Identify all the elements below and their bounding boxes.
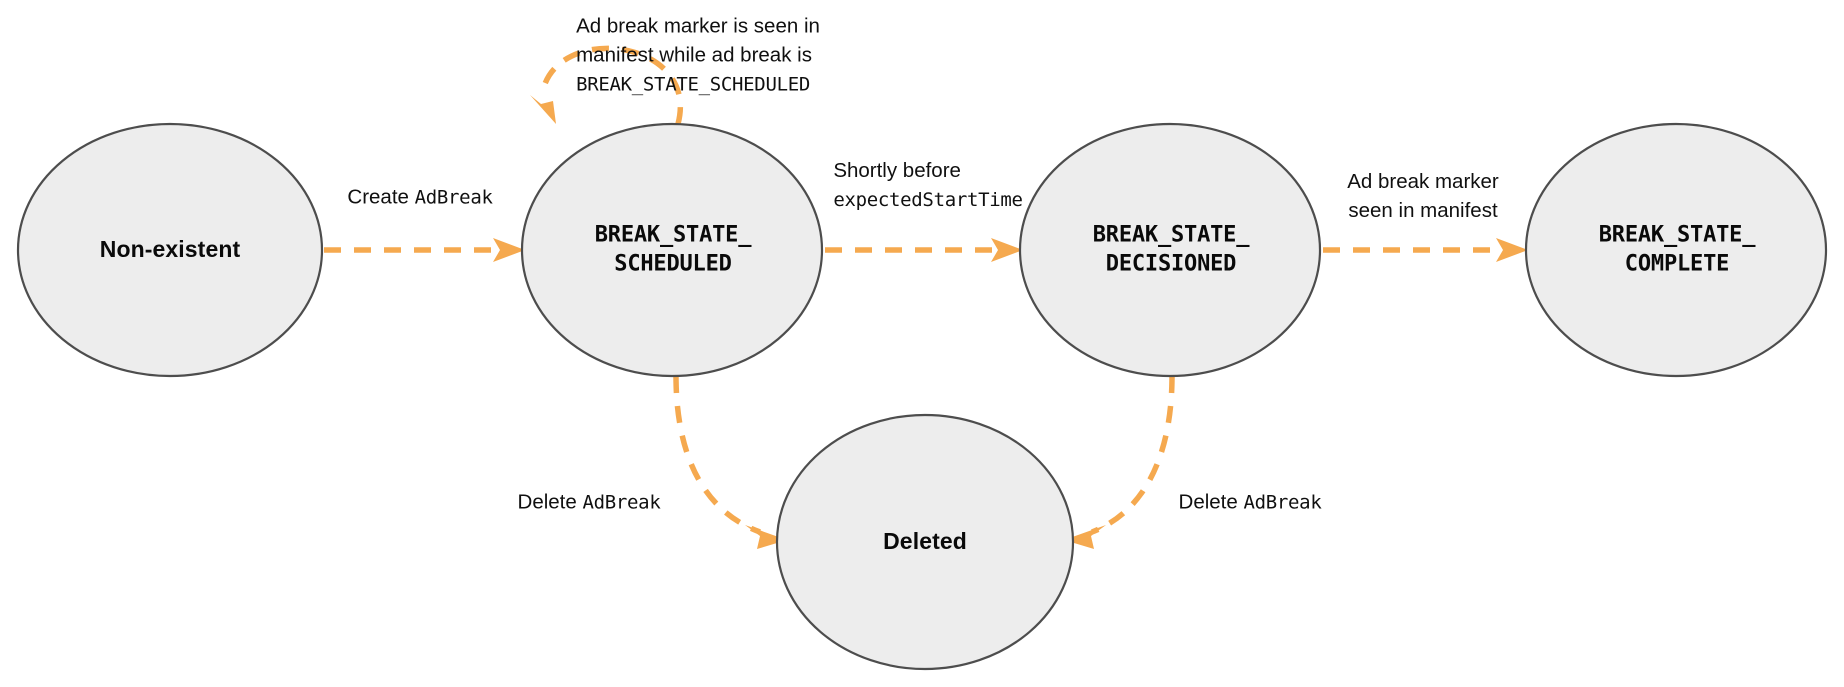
state-node-break-state-scheduled[interactable] <box>520 122 824 378</box>
edge-create-adbreak-arrowhead <box>493 238 525 262</box>
edge-self-loop-line <box>540 45 683 125</box>
state-node-break-state-complete[interactable] <box>1524 122 1828 378</box>
edge-ad-break-marker-seen-while-scheduled[interactable] <box>530 45 683 125</box>
edge-create-adbreak[interactable] <box>324 238 525 262</box>
edge-decisioned-to-deleted-arrowhead <box>1064 525 1106 549</box>
edge-decisioned-to-complete-arrowhead <box>1496 238 1528 262</box>
edge-shortly-before-expected-start-time[interactable] <box>825 238 1023 262</box>
edge-scheduled-to-deleted-line <box>673 375 761 535</box>
edge-self-loop-arrowhead <box>530 95 556 124</box>
state-node-non-existent[interactable] <box>16 122 324 378</box>
edge-delete-adbreak-from-scheduled[interactable] <box>673 375 787 549</box>
state-node-break-state-decisioned[interactable] <box>1018 122 1322 378</box>
state-node-deleted[interactable] <box>775 413 1075 671</box>
edge-delete-adbreak-from-decisioned[interactable] <box>1064 375 1175 549</box>
edge-ad-break-marker-seen-in-manifest[interactable] <box>1323 238 1528 262</box>
edge-decisioned-to-deleted-line <box>1090 375 1175 535</box>
edge-scheduled-to-decisioned-arrowhead <box>991 238 1023 262</box>
